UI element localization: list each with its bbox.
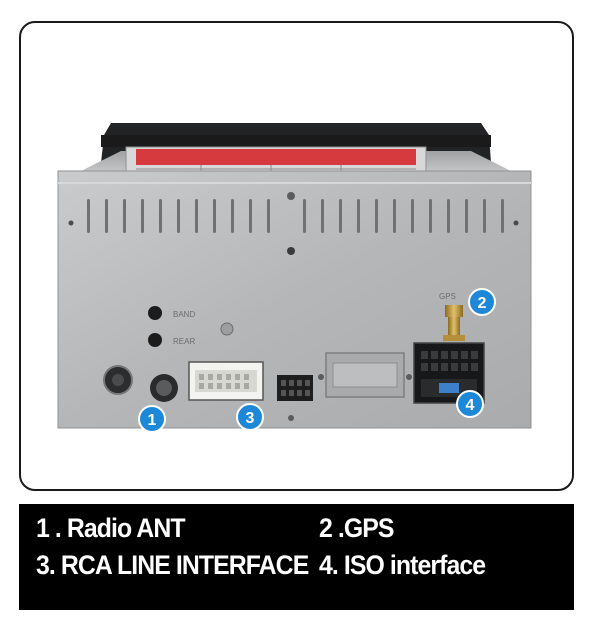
connector-legend: 1 . Radio ANT 2 .GPS 3. RCA LINE INTERFA… [19, 504, 574, 610]
badge-3: 3 [236, 403, 264, 431]
svg-text:2: 2 [478, 295, 487, 312]
badge-2: 2 [468, 288, 496, 316]
svg-text:3: 3 [246, 410, 255, 427]
badge-1: 1 [138, 405, 166, 433]
legend-item-gps: 2 .GPS [319, 513, 394, 543]
car-stereo-back-photo: BAND REAR [57, 123, 532, 433]
svg-text:4: 4 [466, 397, 475, 414]
svg-text:BAND: BAND [173, 310, 195, 319]
legend-item-rca-line-interface: 3. RCA LINE INTERFACE [36, 550, 309, 580]
legend-item-iso-interface: 4. ISO interface [319, 550, 486, 580]
badge-4: 4 [456, 390, 484, 418]
svg-text:REAR: REAR [173, 337, 195, 346]
svg-text:GPS: GPS [439, 292, 456, 301]
product-photo-frame: BAND REAR [19, 21, 574, 491]
svg-text:1: 1 [148, 412, 157, 429]
legend-item-radio-ant: 1 . Radio ANT [36, 513, 186, 543]
